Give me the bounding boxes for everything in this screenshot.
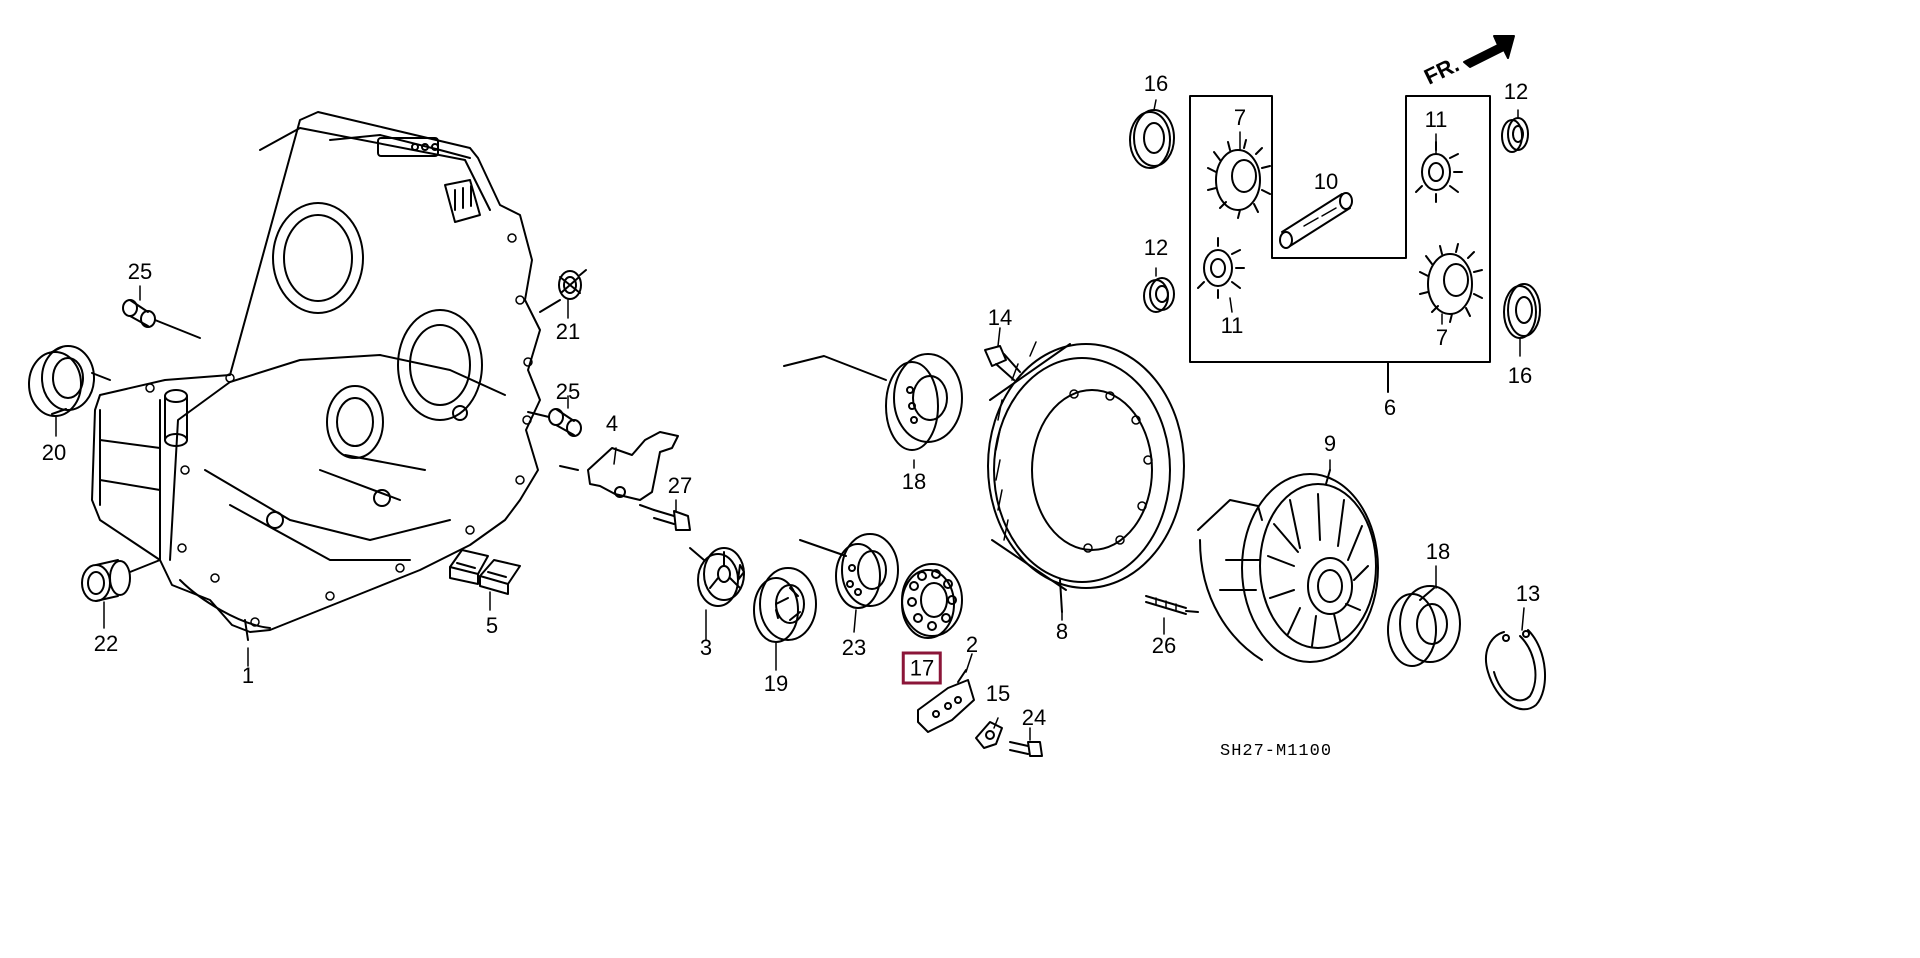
callout-5[interactable]: 5 — [485, 613, 499, 638]
front-direction-arrow-icon — [1463, 35, 1515, 68]
thrust-washer-part-12a — [1143, 277, 1175, 313]
callout-16-right[interactable]: 16 — [1507, 363, 1533, 388]
callout-11-right[interactable]: 11 — [1424, 107, 1448, 132]
callout-25-left[interactable]: 25 — [127, 259, 153, 284]
callout-8[interactable]: 8 — [1055, 619, 1069, 644]
callout-27[interactable]: 27 — [667, 473, 693, 498]
oil-guide-plate-part-3 — [689, 547, 745, 607]
thrust-washer-part-12b — [1501, 117, 1529, 153]
callout-25-right[interactable]: 25 — [555, 379, 581, 404]
callout-12-right[interactable]: 12 — [1503, 79, 1529, 104]
callout-11-left[interactable]: 11 — [1220, 313, 1244, 338]
callout-24[interactable]: 24 — [1021, 705, 1047, 730]
callout-3[interactable]: 3 — [699, 635, 713, 660]
callout-1[interactable]: 1 — [241, 663, 255, 688]
thrust-washer-part-16b — [1503, 283, 1541, 339]
callout-12-left[interactable]: 12 — [1143, 235, 1169, 260]
thrust-washer-part-16a — [1129, 109, 1175, 169]
bolt-part-24 — [1009, 741, 1043, 757]
pinion-gear-part-11a — [1197, 237, 1245, 299]
callout-7-upper[interactable]: 7 — [1233, 105, 1247, 130]
needle-bearing-part-21 — [539, 269, 587, 313]
callout-20[interactable]: 20 — [41, 440, 67, 465]
oil-seal-part-20 — [28, 345, 111, 417]
dowel-pin-part-25b — [527, 408, 582, 437]
lock-washer-part-15 — [975, 721, 1003, 749]
callout-17-highlighted[interactable]: 17 — [901, 651, 943, 685]
dowel-pin-part-25a — [122, 299, 201, 339]
leader-lines — [55, 99, 1525, 741]
roller-bearing-part-19 — [753, 567, 817, 643]
transmission-housing-part — [91, 111, 541, 641]
callout-9[interactable]: 9 — [1323, 431, 1337, 456]
pin-part-26 — [1145, 595, 1199, 615]
pinion-shaft-part-10 — [1279, 192, 1353, 249]
ball-bearing-part-23 — [799, 533, 899, 609]
callout-7-lower[interactable]: 7 — [1435, 325, 1449, 350]
callout-18-lower[interactable]: 18 — [1425, 539, 1451, 564]
bushing-part-22 — [81, 559, 161, 602]
callout-4[interactable]: 4 — [605, 411, 619, 436]
callout-13[interactable]: 13 — [1515, 581, 1541, 606]
callout-15[interactable]: 15 — [985, 681, 1011, 706]
pinion-gear-part-11b — [1415, 141, 1463, 203]
bolt-part-27 — [639, 504, 691, 531]
parts-diagram: 1 2 3 4 5 6 7 7 8 9 10 11 11 12 12 13 14… — [28, 35, 1546, 761]
callout-10[interactable]: 10 — [1313, 169, 1339, 194]
callout-19[interactable]: 19 — [763, 671, 789, 696]
diagram-code: SH27-M1100 — [1220, 742, 1333, 761]
final-driven-gear-part-8 — [987, 341, 1185, 613]
callout-2[interactable]: 2 — [965, 632, 979, 657]
callout-14[interactable]: 14 — [987, 305, 1013, 330]
bolt-part-14 — [984, 345, 1021, 381]
callout-26[interactable]: 26 — [1151, 633, 1177, 658]
plate-part-2 — [917, 669, 975, 733]
callout-16-top[interactable]: 16 — [1143, 71, 1169, 96]
callout-22[interactable]: 22 — [93, 631, 119, 656]
differential-carrier-part-9 — [1197, 469, 1379, 663]
ball-bearing-part-18a — [783, 353, 963, 451]
callout-23[interactable]: 23 — [841, 635, 867, 660]
plate-part-4 — [559, 431, 679, 501]
side-gear-part-7a — [1207, 139, 1271, 219]
snap-ring-part-13 — [1485, 629, 1546, 711]
callout-21[interactable]: 21 — [555, 319, 581, 344]
ball-bearing-part-17 — [901, 563, 963, 639]
callout-6[interactable]: 6 — [1383, 395, 1397, 420]
differential-set-bracket-6 — [1189, 95, 1491, 393]
magnet-part-5 — [449, 549, 521, 595]
callout-18-upper[interactable]: 18 — [901, 469, 927, 494]
diagram-artwork — [28, 35, 1546, 757]
ball-bearing-part-18b — [1387, 585, 1461, 667]
side-gear-part-7b — [1419, 243, 1483, 323]
